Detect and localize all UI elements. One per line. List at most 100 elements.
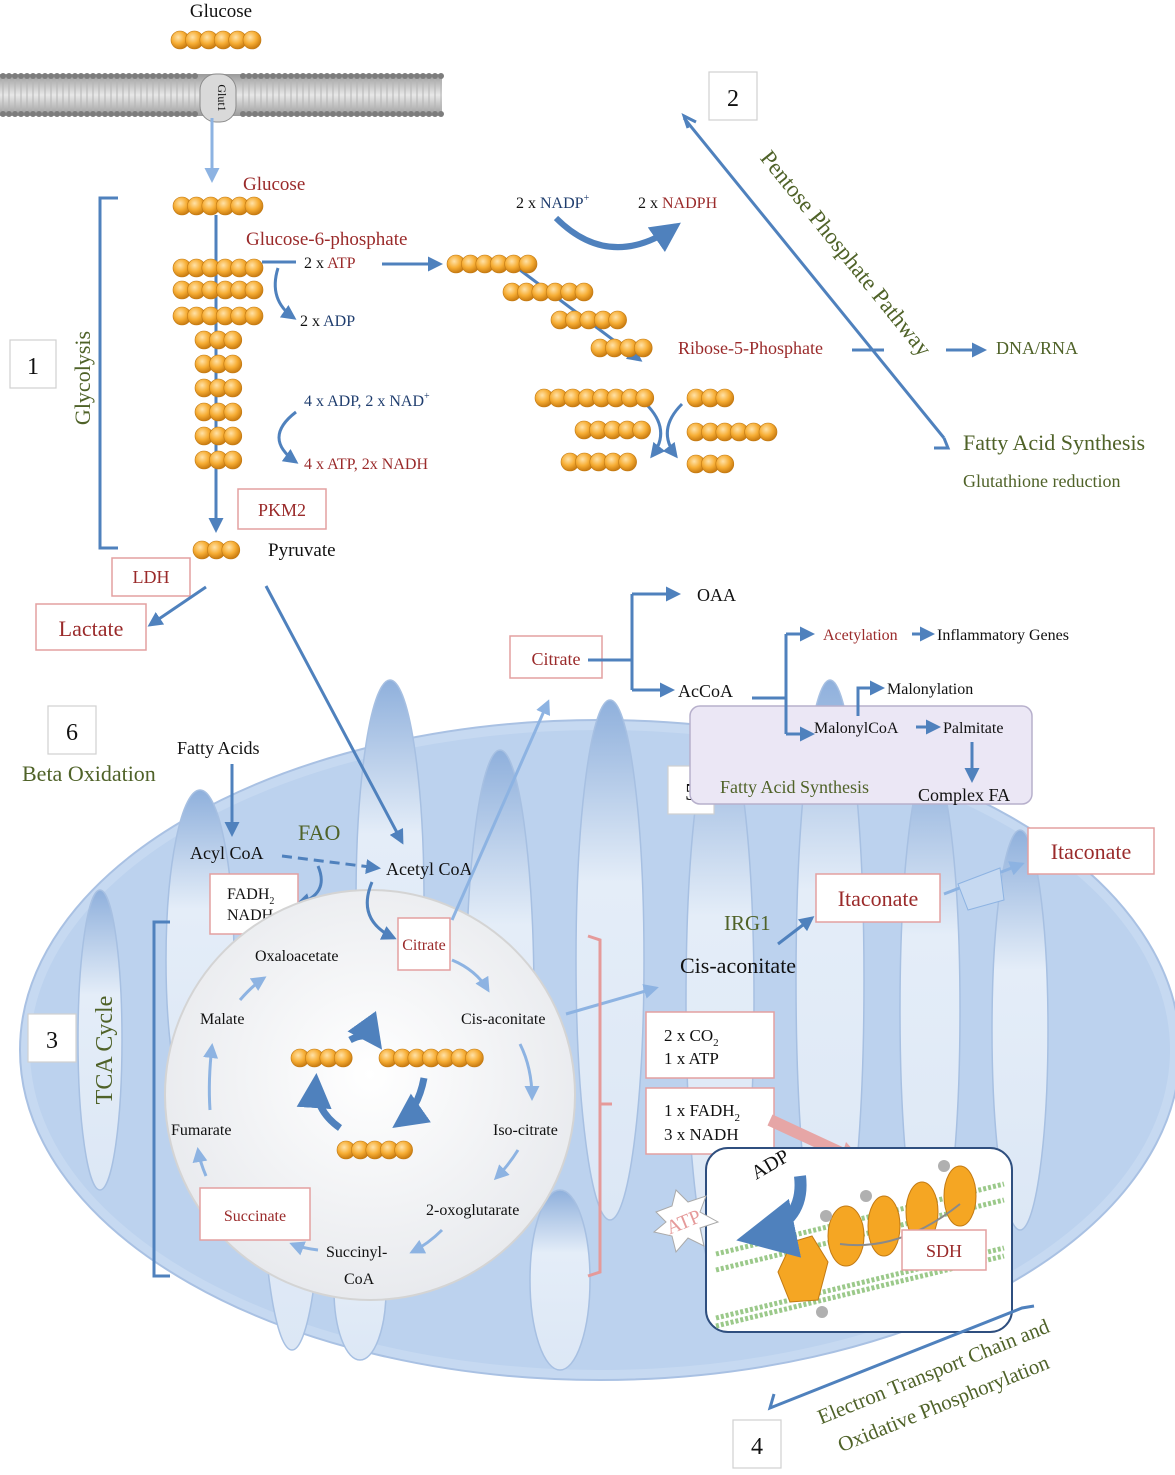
accoa-label: AcCoA <box>678 681 733 701</box>
dna-rna-label: DNA/RNA <box>996 338 1078 358</box>
molecule-beads <box>170 30 778 1160</box>
cytosol-citrate-label: Citrate <box>532 649 581 669</box>
nadph-curved-arrow <box>553 215 681 253</box>
tca-section: TCA Cycle Citrate Oxaloacetate Cis-aconi… <box>92 699 576 1301</box>
tca-citrate-label: Citrate <box>402 937 446 954</box>
etc-section: ADP ATP SDH Electron Transport Chain and… <box>652 1145 1053 1457</box>
accoa-split-lines <box>752 632 808 736</box>
co2-label: 2 x CO2 <box>664 1026 719 1049</box>
tca-arrow-malate-oxaloacetate <box>238 976 267 1001</box>
section-2-number: 2 <box>727 86 739 112</box>
malonylation-arrow <box>856 680 885 716</box>
section-3-box <box>27 1013 77 1063</box>
fao-label: FAO <box>298 820 340 845</box>
itaconate-channel <box>957 867 1005 911</box>
tca-inner-loop <box>296 1011 431 1131</box>
ppp-bracket-top <box>681 113 697 129</box>
transketolase-arrow-left <box>644 402 666 459</box>
section-6-number: 6 <box>66 720 78 746</box>
succinyl-coa-label-1: Succinyl- <box>326 1244 387 1261</box>
itaconate-cis-aconitate-label: Cis-aconitate <box>680 953 796 978</box>
fadh2-nadh-product-box <box>645 1087 775 1155</box>
fao-arrow <box>281 854 381 874</box>
nadph-label: 2 x NADPH <box>638 195 718 212</box>
adp-produced-label: 2 x ADP <box>300 313 355 330</box>
citrate-export-arrow <box>450 699 551 921</box>
section-3-number: 3 <box>46 1028 58 1054</box>
atp-burst <box>652 1189 720 1254</box>
complex-2 <box>867 1195 901 1257</box>
etc-bracket <box>767 1304 1035 1411</box>
ppp-bracket-line <box>682 117 946 439</box>
tca-citrate-box <box>397 917 451 971</box>
tca-products: 2 x CO2 1 x ATP 1 x FADH2 3 x NADH <box>587 934 866 1278</box>
glut1-label: Glut1 <box>215 84 229 111</box>
tca-arrow-citrate-cis <box>451 958 490 993</box>
glucose-inside-label: Glucose <box>243 174 305 195</box>
beta-oxidation-label: Beta Oxidation <box>22 761 156 786</box>
glut1-transporter <box>199 73 237 123</box>
oxaloacetate-label: Oxaloacetate <box>255 948 339 965</box>
cis-aconitate-export-arrow <box>565 984 659 1016</box>
atp-product-label: 1 x ATP <box>664 1049 719 1068</box>
ppp-fas-label: Fatty Acid Synthesis <box>963 430 1145 455</box>
beta-oxidation-section: Beta Oxidation Fatty Acids Acyl CoA FAO … <box>22 738 472 935</box>
acetylcoa-entry-arrow <box>365 881 397 940</box>
products-bracket <box>587 934 612 1278</box>
section-4-number: 4 <box>751 1434 763 1460</box>
citrate-split-lines <box>588 592 676 692</box>
adp-to-atp-arrow <box>736 1175 807 1258</box>
energy-output-label: 4 x ATP, 2x NADH <box>304 456 428 473</box>
fatty-acids-label: Fatty Acids <box>177 738 260 758</box>
cell-membrane: Glut1 <box>0 73 444 123</box>
ppp-bracket-bottom <box>934 437 951 450</box>
acetylation-label: Acetylation <box>823 627 898 644</box>
irg1-arrow <box>777 916 815 946</box>
bo-fadh2-label: FADH2 <box>227 886 274 907</box>
glycolysis-section: Glycolysis Glucose Glucose Glucose-6-pho… <box>35 1 430 845</box>
lactate-arrow <box>147 585 207 627</box>
acyl-coa-label: Acyl CoA <box>190 843 264 863</box>
glycolysis-bracket <box>98 196 118 550</box>
tca-arrow-cis-iso <box>518 1043 540 1101</box>
succinate-box <box>199 1187 311 1241</box>
palmitate-label: Palmitate <box>943 720 1003 737</box>
glutathione-label: Glutathione reduction <box>963 471 1120 491</box>
fumarate-label: Fumarate <box>171 1122 231 1139</box>
acetyl-coa-label: Acetyl CoA <box>386 859 472 879</box>
ppp-label: Pentose Phosphate Pathway <box>755 146 936 362</box>
tca-cycle-arrows <box>192 958 540 1256</box>
tca-arrow-succinyl-succinate <box>289 1241 319 1256</box>
sdh-box <box>901 1229 987 1271</box>
fas-panel <box>689 705 1033 805</box>
itaconate-outer-label: Itaconate <box>1051 839 1132 864</box>
pyruvate-label: Pyruvate <box>268 540 336 561</box>
section-4-box <box>732 1419 782 1469</box>
complex-4 <box>943 1165 977 1227</box>
co2-atp-box <box>645 1011 775 1079</box>
tca-arrow-oxo-succinyl <box>409 1228 444 1254</box>
transketolase-arrow-right <box>662 402 684 459</box>
itaconate-section: Cis-aconitate IRG1 Itaconate Itaconate <box>565 827 1155 1016</box>
nadp-label: 2 x NADP+ <box>516 193 590 212</box>
iso-citrate-label: Iso-citrate <box>493 1122 558 1139</box>
glycolysis-label: Glycolysis <box>70 331 95 425</box>
section-2-box <box>708 71 758 121</box>
malonylcoa-label: MalonylCoA <box>814 720 899 737</box>
fadh2-product-label: 1 x FADH2 <box>664 1101 740 1124</box>
malate-label: Malate <box>200 1011 244 1028</box>
section-1-number: 1 <box>27 354 39 380</box>
succinate-label: Succinate <box>224 1208 286 1225</box>
glucose-outside-label: Glucose <box>190 1 252 22</box>
cytosol-citrate-box <box>509 635 603 679</box>
inflammatory-genes-label: Inflammatory Genes <box>937 627 1069 644</box>
itaconate-inner-label: Itaconate <box>838 886 919 911</box>
atp-consumed-label: 2 x ATP <box>304 255 356 272</box>
energy-input-label: 4 x ADP, 2 x NAD+ <box>304 391 430 410</box>
fas-section: Fatty Acid Synthesis Citrate OAA AcCoA A… <box>509 585 1069 805</box>
ldh-label: LDH <box>133 567 170 587</box>
complex-1 <box>827 1205 865 1267</box>
energy-curved-arrow <box>277 410 299 464</box>
ldh-box <box>111 557 191 597</box>
